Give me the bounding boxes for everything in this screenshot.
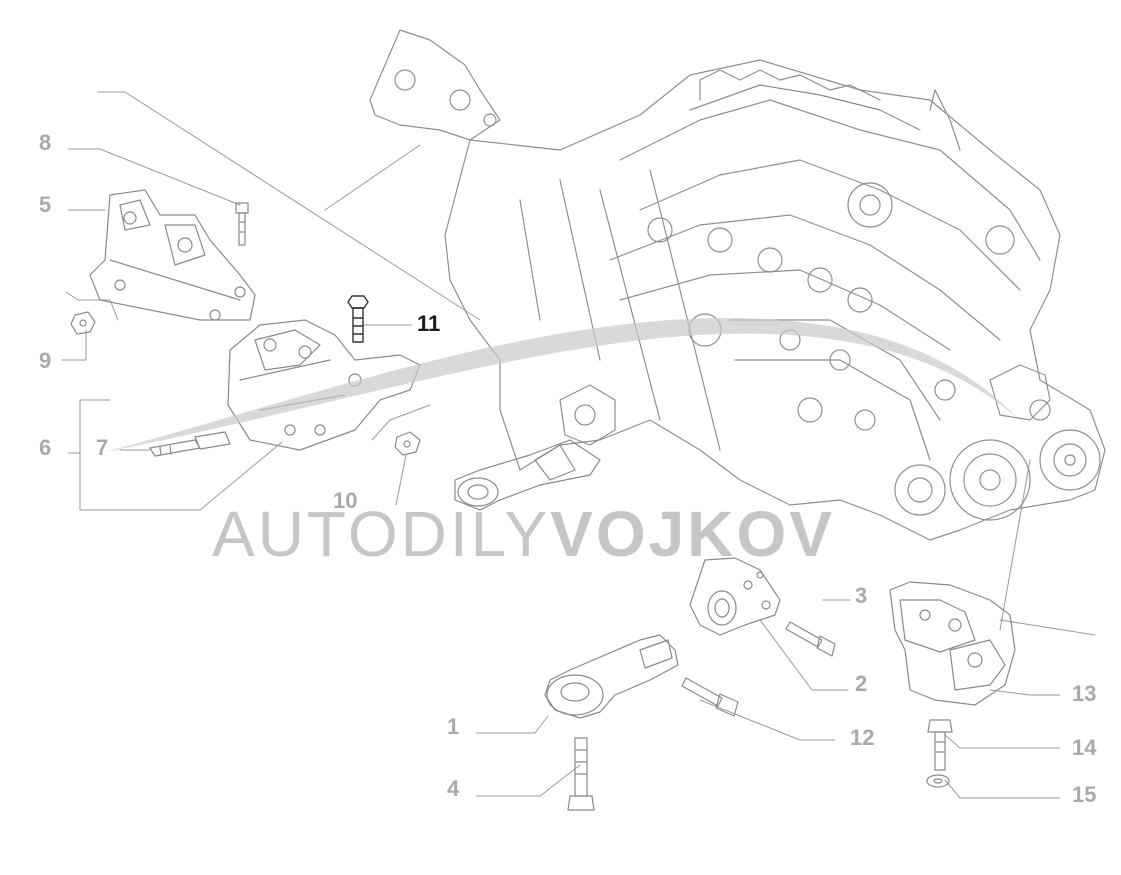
bolt-3-drawing bbox=[785, 621, 836, 657]
bolt-14-drawing bbox=[927, 719, 953, 771]
callout-9[interactable]: 9 bbox=[39, 348, 52, 373]
callout-2[interactable]: 2 bbox=[855, 671, 868, 696]
bolt-8-drawing bbox=[235, 202, 249, 246]
callout-10[interactable]: 10 bbox=[333, 488, 358, 513]
watermark-swoosh bbox=[105, 318, 1020, 452]
torque-rod-1-drawing bbox=[544, 634, 679, 719]
callout-12[interactable]: 12 bbox=[850, 725, 875, 750]
torque-rod-installed-drawing bbox=[454, 439, 601, 511]
callout-1[interactable]: 1 bbox=[447, 714, 460, 739]
callout-15[interactable]: 15 bbox=[1072, 782, 1097, 807]
callout-6[interactable]: 6 bbox=[39, 435, 52, 460]
callout-14[interactable]: 14 bbox=[1072, 735, 1097, 760]
bolt-11-drawing bbox=[347, 295, 369, 343]
nut-10-drawing bbox=[394, 431, 421, 456]
washer-15-drawing bbox=[926, 774, 950, 788]
watermark: AUTODILYVOJKOV bbox=[212, 502, 835, 566]
callout-4[interactable]: 4 bbox=[447, 776, 460, 801]
callout-3[interactable]: 3 bbox=[855, 583, 868, 608]
callout-11[interactable]: 11 bbox=[417, 311, 441, 336]
bolt-4-drawing bbox=[567, 737, 595, 811]
nut-9-drawing bbox=[70, 311, 96, 335]
leader-lines bbox=[61, 91, 1096, 799]
watermark-light-text: AUTODILY bbox=[212, 498, 551, 570]
callout-5[interactable]: 5 bbox=[39, 192, 52, 217]
stud-7-drawing bbox=[149, 431, 231, 457]
engine-drawing bbox=[369, 29, 1106, 541]
callout-13[interactable]: 13 bbox=[1072, 681, 1097, 706]
mount-13-drawing bbox=[889, 581, 1016, 706]
callout-7[interactable]: 7 bbox=[96, 435, 109, 460]
watermark-bold-text: VOJKOV bbox=[550, 498, 835, 570]
mount-5-drawing bbox=[89, 189, 256, 321]
bolt-12-drawing bbox=[681, 677, 739, 717]
mount-2-drawing bbox=[689, 557, 781, 636]
callout-8[interactable]: 8 bbox=[39, 130, 52, 155]
